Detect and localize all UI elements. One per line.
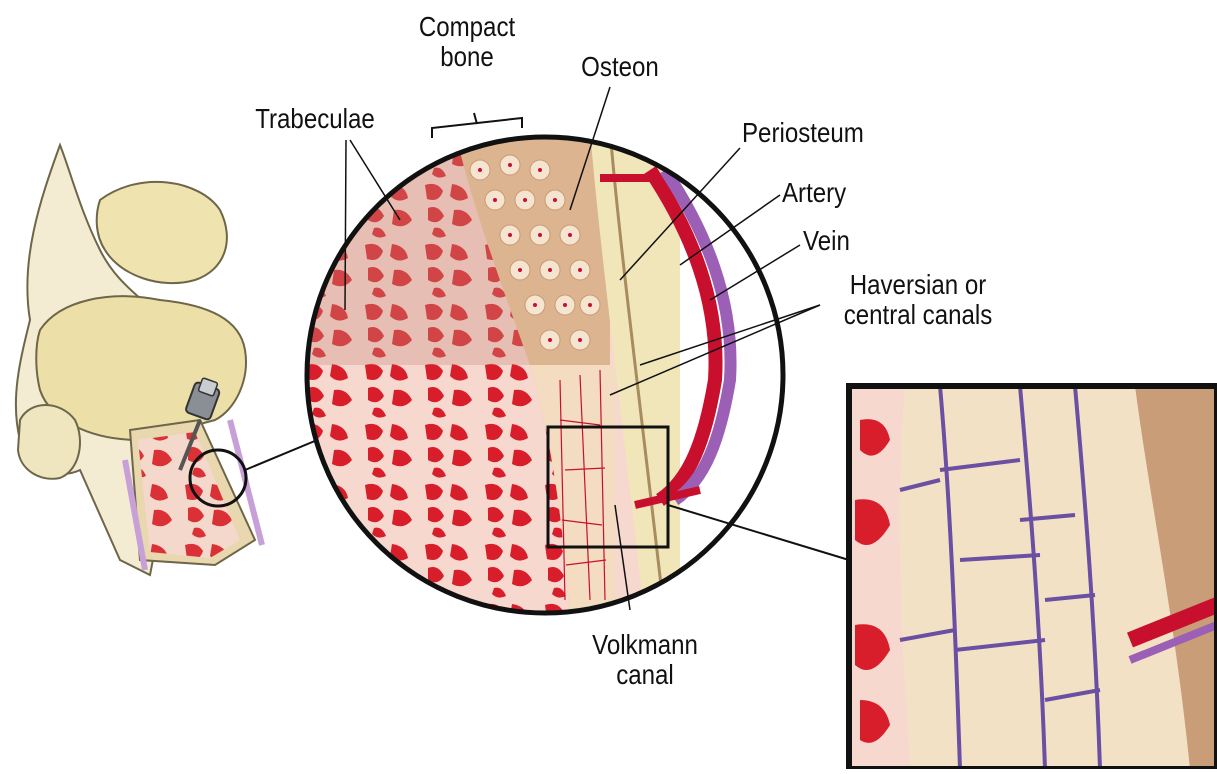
label-compact-bone: Compact bone bbox=[411, 12, 523, 72]
label-haversian-canals: Haversian or central canals bbox=[823, 270, 1012, 330]
magnify-leader-line bbox=[245, 438, 322, 470]
label-vein: Vein bbox=[803, 226, 850, 256]
label-trabeculae: Trabeculae bbox=[238, 104, 393, 134]
label-osteon: Osteon bbox=[573, 52, 668, 82]
volkmann-inset bbox=[849, 386, 1217, 769]
knee-illustration bbox=[16, 145, 262, 575]
label-periosteum: Periosteum bbox=[742, 118, 864, 148]
label-artery: Artery bbox=[782, 178, 846, 208]
label-volkmann-canal: Volkmann canal bbox=[585, 630, 705, 690]
